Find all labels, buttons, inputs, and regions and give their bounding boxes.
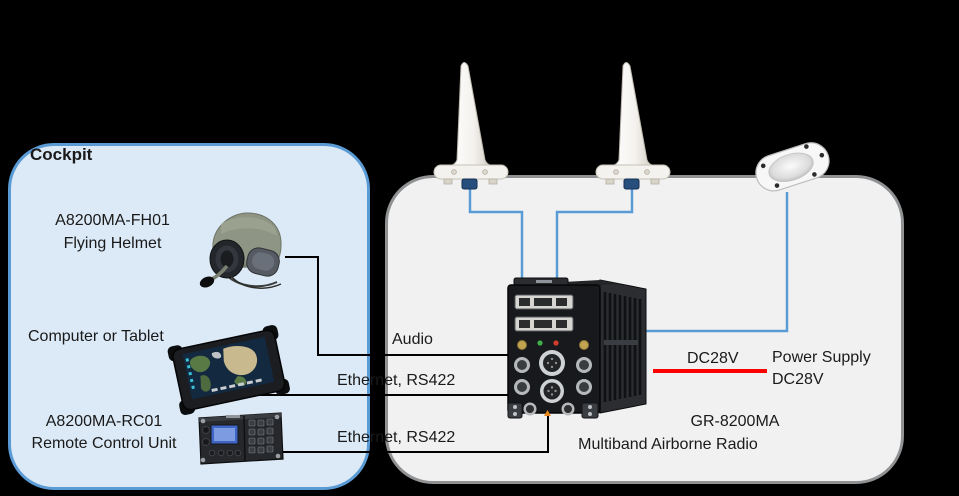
flying-helmet-image — [199, 212, 282, 289]
rcu-label-line2: Remote Control Unit — [31, 435, 177, 452]
blade-antenna-2-icon — [595, 62, 671, 190]
remote-control-unit-image — [198, 412, 284, 465]
tablet-label: Computer or Tablet — [28, 328, 164, 345]
helmet-label-line2: Flying Helmet — [63, 235, 162, 252]
gps-antenna-cable — [643, 192, 789, 333]
blade-antenna-1-icon — [433, 62, 509, 190]
ethernet-tablet-label: Ethernet, RS422 — [337, 372, 456, 389]
power-supply-label-line2: DC28V — [772, 371, 824, 388]
cockpit-zone — [8, 143, 370, 490]
antenna2-cable — [555, 186, 634, 284]
tablet-image — [167, 325, 290, 415]
rcu-label-line1: A8200MA-RC01 — [45, 413, 163, 430]
power-supply-label-line1: Power Supply — [772, 349, 871, 366]
cockpit-title: Cockpit — [30, 145, 93, 164]
gps-antenna-icon — [755, 142, 830, 192]
radio-name-line2: Multiband Airborne Radio — [578, 436, 758, 453]
audio-wire — [285, 256, 512, 356]
rcu-label: A8200MA-RC01 Remote Control Unit — [20, 411, 188, 455]
radio-name-line1: GR-8200MA — [690, 413, 780, 430]
ethernet-rcu-label: Ethernet, RS422 — [337, 429, 456, 446]
power-supply-label: Power Supply DC28V — [772, 347, 871, 391]
antenna1-cable — [468, 186, 524, 284]
audio-label: Audio — [392, 331, 433, 348]
helmet-label: A8200MA-FH01 Flying Helmet — [30, 209, 195, 255]
dc28v-label: DC28V — [687, 350, 739, 367]
radio-unit-image — [507, 277, 647, 419]
ethernet-wire-rcu — [280, 406, 549, 453]
helmet-label-line1: A8200MA-FH01 — [55, 212, 170, 229]
